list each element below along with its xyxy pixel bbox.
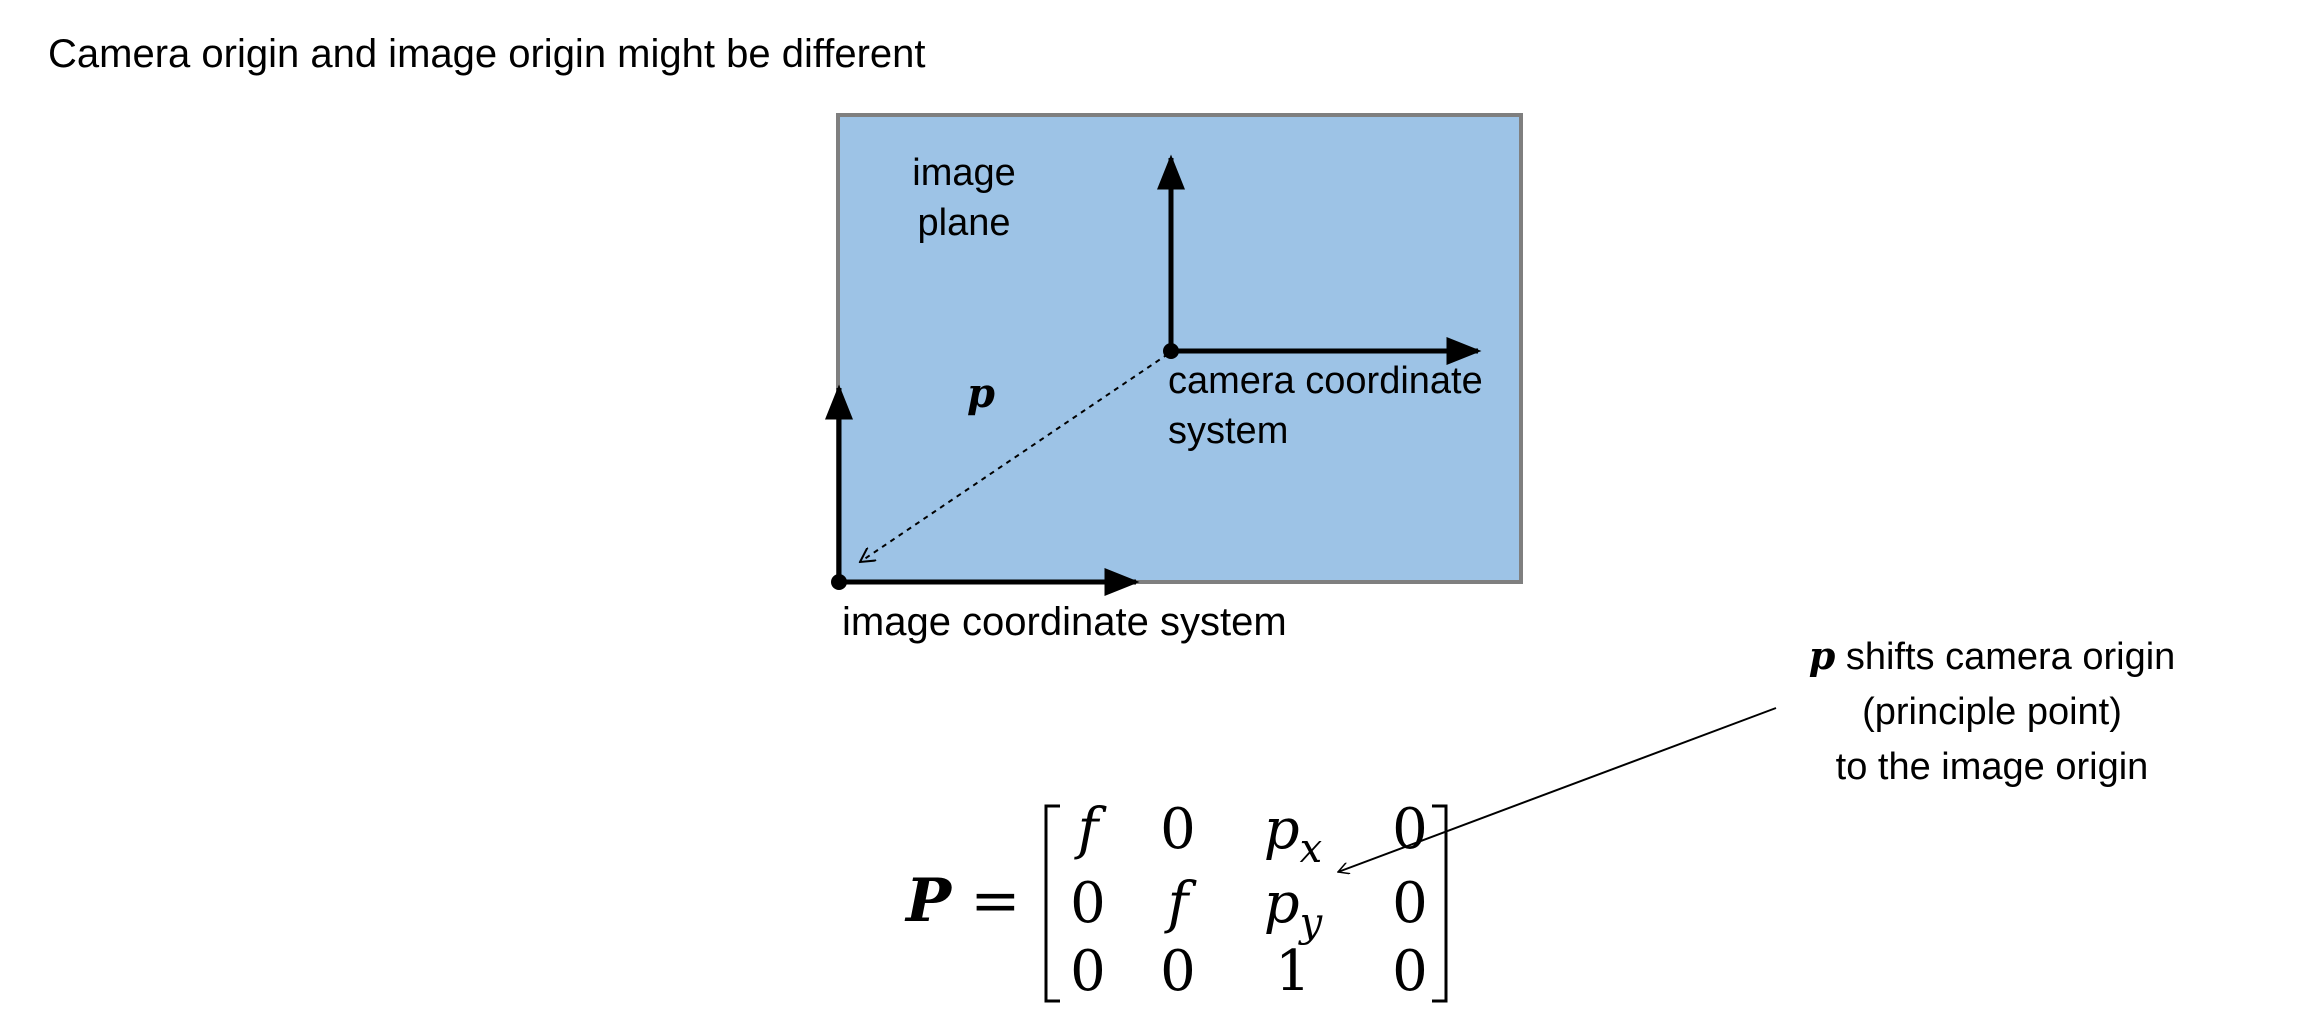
image-plane-label-line2: plane xyxy=(917,202,1011,244)
matrix-cell-r0c1: 0 xyxy=(1160,797,1196,862)
matrix-cell-r0c2-base: p xyxy=(1263,797,1300,862)
matrix-cell-r0c2: px xyxy=(1233,797,1353,873)
matrix-cell-r1c0: 0 xyxy=(1070,871,1106,936)
p-vector-label: p xyxy=(967,370,995,417)
camera-system-label-line1: camera coordinate xyxy=(1168,360,1483,402)
image-plane-label-line1: image xyxy=(912,152,1016,194)
equals-sign: = xyxy=(970,866,1021,936)
matrix-cell-r0c0: f xyxy=(1077,797,1099,862)
note-line1: p shifts camera origin xyxy=(1732,628,2252,685)
matrix-cell-r1c1: f xyxy=(1167,871,1189,936)
equation-lhs: P = xyxy=(906,866,1020,936)
matrix-cell-r1c3: 0 xyxy=(1392,871,1428,936)
matrix-cell-r2c1: 0 xyxy=(1160,939,1196,1004)
matrix-cell-r1c2-sub: y xyxy=(1299,900,1323,946)
matrix-cell-r2c3: 0 xyxy=(1392,939,1428,1004)
matrix-cell-r2c0: 0 xyxy=(1070,939,1106,1004)
principal-point-note: p shifts camera origin (principle point)… xyxy=(1732,628,2252,795)
matrix-left-bracket xyxy=(1044,804,1060,1003)
matrix-right-bracket xyxy=(1432,804,1448,1003)
image-origin-dot xyxy=(831,574,847,590)
matrix-cell-r0c2-sub: x xyxy=(1299,826,1323,872)
image-system-label: image coordinate system xyxy=(842,600,1287,644)
matrix-cell-r0c3: 0 xyxy=(1392,797,1428,862)
slide-title: Camera origin and image origin might be … xyxy=(48,32,926,76)
note-line3: to the image origin xyxy=(1835,746,2149,788)
annotation-arrow xyxy=(1338,707,1777,872)
matrix-cell-r2c2: 1 xyxy=(1275,939,1311,1004)
image-plane-label: image plane xyxy=(884,148,1044,248)
matrix-symbol: P xyxy=(906,866,952,936)
note-p-symbol: p xyxy=(1808,633,1836,678)
note-line1-text: shifts camera origin xyxy=(1835,636,2176,678)
matrix-cell-r1c2-base: p xyxy=(1263,871,1300,936)
camera-system-label-line2: system xyxy=(1168,410,1289,452)
p-offset-arrow xyxy=(860,353,1169,562)
camera-system-label: camera coordinate system xyxy=(1168,356,1483,456)
matrix-cell-r1c2: py xyxy=(1233,871,1353,947)
note-line2: (principle point) xyxy=(1862,691,2122,733)
